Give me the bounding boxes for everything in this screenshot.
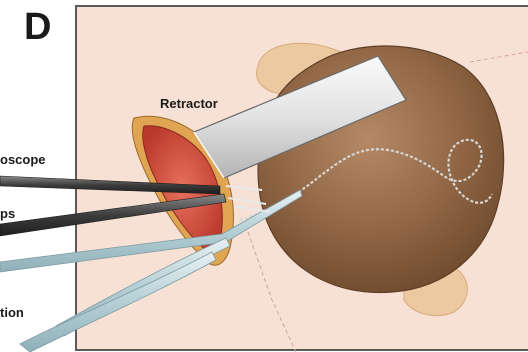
suction-label: tion xyxy=(0,305,24,321)
retractor-label: Retractor xyxy=(160,96,218,112)
forceps-label: ps xyxy=(0,206,15,222)
panel-letter: D xyxy=(24,8,51,46)
endoscope-label: oscope xyxy=(0,152,46,168)
